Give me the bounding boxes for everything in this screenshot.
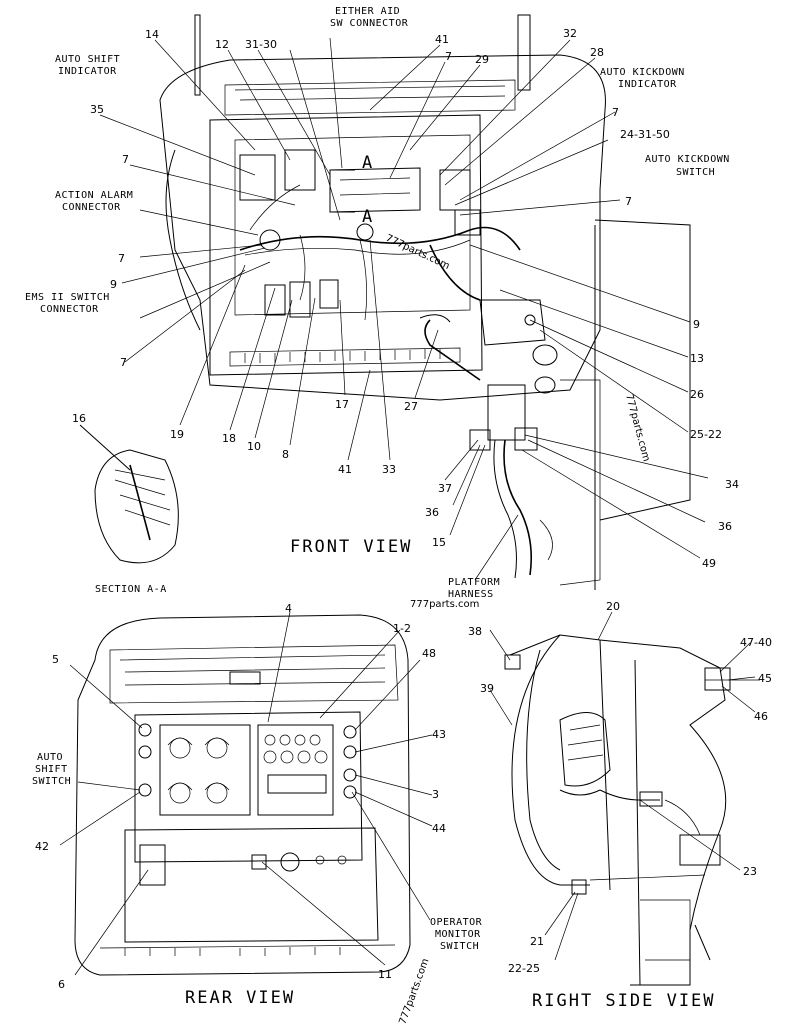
watermark: 777parts.com [410,599,479,610]
callout: 26 [690,388,704,401]
callout: 29 [475,53,489,66]
callout: 15 [432,536,446,549]
caption-auto-kickdown-indicator-1: AUTO KICKDOWN [600,67,685,78]
callout: 14 [145,28,159,41]
callout: 39 [480,682,494,695]
rear-view-title: REAR VIEW [185,988,295,1008]
callout: 9 [693,318,700,331]
caption-auto-shift-indicator-2: INDICATOR [58,66,117,77]
right-side-view-title: RIGHT SIDE VIEW [532,991,716,1011]
caption-ems-switch-1: EMS II SWITCH [25,292,110,303]
callout: 8 [282,448,289,461]
callout: 1-2 [393,622,411,635]
callout: 18 [222,432,236,445]
callout: 32 [563,27,577,40]
side-callouts: 20 38 47-40 45 46 39 23 21 22-25 [468,600,772,975]
caption-auto-shift-switch-2: SHIFT [35,764,68,775]
section-mark-a-top: A [362,153,374,173]
callout: 42 [35,840,49,853]
callout: 5 [52,653,59,666]
rear-view-drawing [74,614,411,976]
callout: 7 [612,106,619,119]
section-a-a-drawing [79,424,179,564]
caption-operator-monitor-2: MONITOR [435,929,481,940]
callout: 48 [422,647,436,660]
caption-auto-shift-indicator-1: AUTO SHIFT [55,54,120,65]
callout: 43 [432,728,446,741]
callout: 36 [718,520,732,533]
caption-auto-kickdown-indicator-2: INDICATOR [618,79,677,90]
callout: 12 [215,38,229,51]
callout: 7 [625,195,632,208]
right-side-view-drawing [504,634,760,986]
callout: 7 [122,153,129,166]
callout: 36 [425,506,439,519]
caption-action-alarm-2: CONNECTOR [62,202,121,213]
leader-lines [59,37,756,976]
captions: AUTO SHIFT INDICATOR EITHER AID SW CONNE… [25,6,730,952]
callout: 44 [432,822,446,835]
callout: 6 [58,978,65,991]
callout: 19 [170,428,184,441]
callout: 27 [404,400,418,413]
callout: 25-22 [690,428,722,441]
callout: 49 [702,557,716,570]
caption-auto-kickdown-switch-2: SWITCH [676,167,715,178]
caption-action-alarm-1: ACTION ALARM [55,190,133,201]
front-callouts: 14 12 31-30 41 7 29 32 28 35 7 24-31-50 … [72,27,739,570]
caption-either-aid-2: SW CONNECTOR [330,18,409,29]
caption-operator-monitor-1: OPERATOR [430,917,483,928]
callout: 7 [120,356,127,369]
callout: 46 [754,710,768,723]
callout: 35 [90,103,104,116]
callout: 33 [382,463,396,476]
caption-platform-harness-2: HARNESS [448,589,494,600]
callout: 3 [432,788,439,801]
callout: 34 [725,478,739,491]
caption-section-a-a: SECTION A-A [95,584,167,595]
callout: 17 [335,398,349,411]
callout: 21 [530,935,544,948]
callout: 7 [118,252,125,265]
callout: 10 [247,440,261,453]
callout: 22-25 [508,962,540,975]
section-mark-a-bottom: A [362,207,374,227]
callout: 28 [590,46,604,59]
callout: 41 [435,33,449,46]
callout: 20 [606,600,620,613]
rear-callouts: 4 1-2 5 48 43 3 44 42 6 11 [35,602,446,991]
callout: 23 [743,865,757,878]
callout: 37 [438,482,452,495]
callout: 41 [338,463,352,476]
callout: 4 [285,602,292,615]
caption-either-aid-1: EITHER AID [335,6,400,17]
caption-auto-kickdown-switch-1: AUTO KICKDOWN [645,154,730,165]
callout: 11 [378,968,392,981]
callout: 16 [72,412,86,425]
callout: 9 [110,278,117,291]
front-view-drawing: A A [159,14,691,590]
front-view-title: FRONT VIEW [290,537,412,557]
callout: 45 [758,672,772,685]
callout: 13 [690,352,704,365]
caption-platform-harness-1: PLATFORM [448,577,500,588]
watermark: 777parts.com [623,393,652,463]
caption-operator-monitor-3: SWITCH [440,941,479,952]
watermark: 777parts.com [397,957,431,1026]
caption-auto-shift-switch-3: SWITCH [32,776,71,787]
callout: 47-40 [740,636,772,649]
caption-auto-shift-switch-1: AUTO [37,752,63,763]
callout: 24-31-50 [620,128,670,141]
caption-ems-switch-2: CONNECTOR [40,304,99,315]
callout: 31-30 [245,38,277,51]
callout: 7 [445,50,452,63]
callout: 38 [468,625,482,638]
